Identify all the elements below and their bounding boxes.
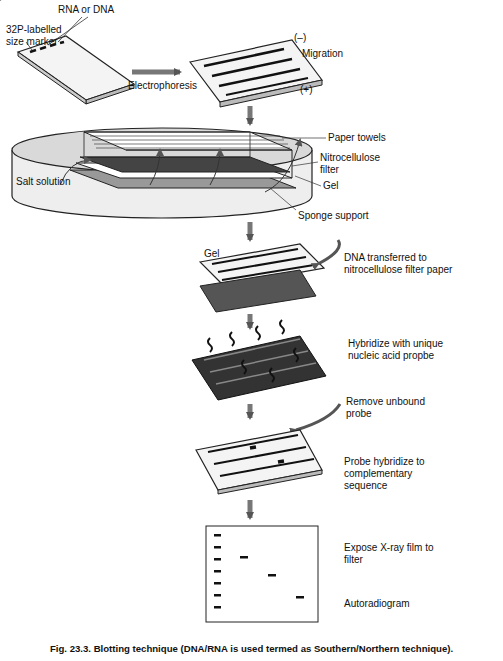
gel-and-filter xyxy=(200,240,339,312)
pole-label: (–) xyxy=(294,32,306,44)
part-label: Gel xyxy=(204,248,220,260)
step-label: DNA transferred to nitrocellulose filter… xyxy=(344,252,454,276)
figure-caption: Fig. 23.3. Blotting technique (DNA/RNA i… xyxy=(50,643,453,654)
step-label: Remove unbound probe xyxy=(346,396,426,420)
part-label: Paper towels xyxy=(328,132,386,144)
step-label: Probe hybridize to complementary sequenc… xyxy=(344,456,454,492)
step-label: Expose X-ray film to filter xyxy=(344,542,436,566)
marker-label: 32P-labelled size marker xyxy=(6,24,72,48)
part-label: Salt solution xyxy=(16,176,70,188)
sample-label: RNA or DNA xyxy=(58,4,114,16)
part-label: Nitrocellulose filter xyxy=(320,152,390,176)
probed-filter xyxy=(196,430,322,494)
blotting-tank xyxy=(12,128,326,218)
hybridization-filter xyxy=(0,0,326,400)
autoradiogram-film xyxy=(206,526,318,622)
pole-label: (+) xyxy=(300,84,313,96)
part-label: Gel xyxy=(323,180,339,192)
step-label: Autoradiogram xyxy=(344,598,410,610)
part-label: Sponge support xyxy=(298,210,369,222)
step-label: Electrophoresis xyxy=(128,80,197,92)
direction-label: Migration xyxy=(302,48,343,60)
step-label: Hybridize with unique nucleic acid propb… xyxy=(348,338,463,362)
